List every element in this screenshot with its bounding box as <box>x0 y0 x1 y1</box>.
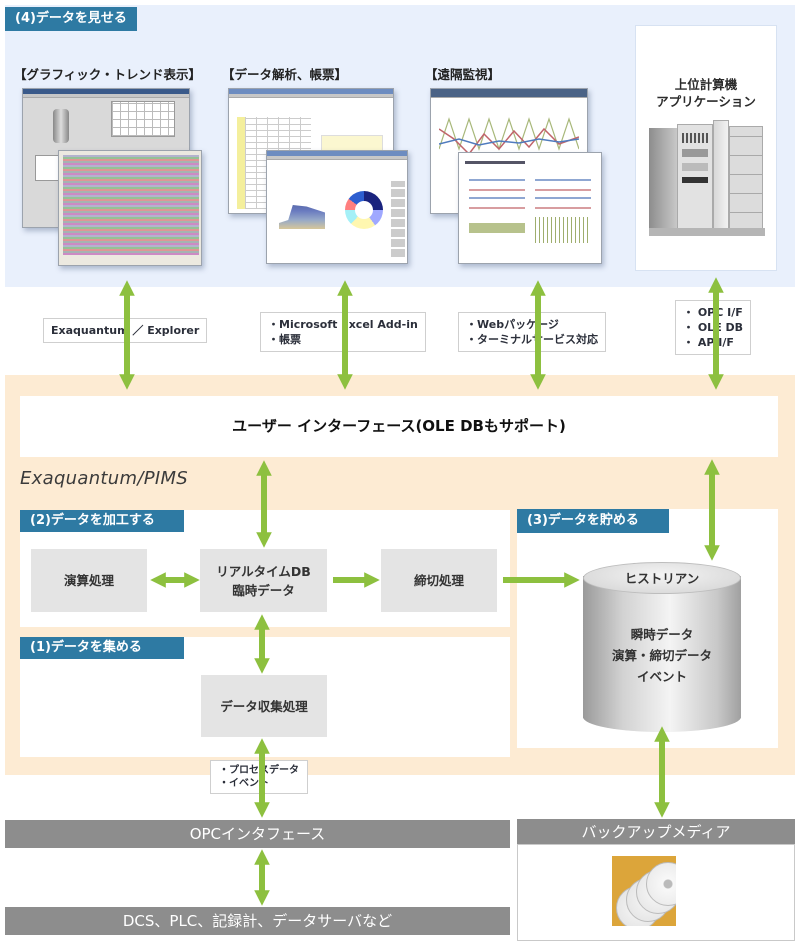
section-tag-collect: (1)データを集める <box>20 637 184 659</box>
data-analysis-report-screenshot <box>228 88 408 266</box>
label-api-oledb: ・ OLE DB <box>683 321 744 334</box>
label-web-line2: ・ターミナルサービス対応 <box>466 333 598 346</box>
label-web-line1: ・Webパッケージ <box>466 318 559 331</box>
optical-discs-image <box>612 856 676 926</box>
realtime-db-line2: 臨時データ <box>232 582 295 598</box>
backup-media-bar: バックアップメディア <box>517 819 795 846</box>
label-excel-addin: ・Microsoft Excel Add-in ・帳票 <box>260 312 426 352</box>
closing-process-box: 締切処理 <box>381 549 497 612</box>
data-collection-box: データ収集処理 <box>201 675 327 737</box>
host-application-box: 上位計算機 アプリケーション <box>635 25 777 271</box>
label-exaquantum-explorer: Exaquantum ／ Explorer <box>43 318 208 343</box>
pims-brand: Exaquantum/PIMS <box>20 468 189 489</box>
column-title-remote-monitoring: 【遠隔監視】 <box>425 67 501 82</box>
label-api-ap: ・ AP I/F <box>683 336 734 349</box>
column-title-graphic-trend: 【グラフィック・トレンド表示】 <box>14 67 202 82</box>
opc-interface-bar: OPCインタフェース <box>5 820 510 848</box>
alarm-trend-chart <box>439 117 579 156</box>
historian-instant-data: 瞬時データ <box>630 627 694 642</box>
section-tag-process: (2)データを加工する <box>20 510 184 532</box>
calculation-box: 演算処理 <box>31 549 147 612</box>
label-process-data-event: ・プロセスデータ ・イベント <box>210 760 308 794</box>
host-application-title: 上位計算機 アプリケーション <box>636 76 776 110</box>
label-event: ・イベント <box>219 778 269 789</box>
server-rack-icon <box>649 120 767 238</box>
section-tag-present: (4)データを見せる <box>5 7 137 31</box>
historian-database: ヒストリアン 瞬時データ 演算・締切データ イベント <box>583 562 741 732</box>
historian-contents: 瞬時データ 演算・締切データ イベント <box>583 624 741 687</box>
historian-title: ヒストリアン <box>624 571 700 586</box>
remote-monitoring-screenshot <box>430 88 602 266</box>
multi-trend-window <box>458 152 602 264</box>
user-interface-bar: ユーザー インターフェース(OLE DBもサポート) <box>20 396 778 457</box>
host-app-title-line2: アプリケーション <box>656 94 756 109</box>
realtime-db-line1: リアルタイムDB <box>216 563 311 579</box>
label-web-package: ・Webパッケージ ・ターミナルサービス対応 <box>458 312 606 352</box>
column-title-data-analysis: 【データ解析、帳票】 <box>222 67 348 82</box>
historian-calc-closing-data: 演算・締切データ <box>611 648 712 663</box>
graphic-trend-screenshot <box>22 88 202 266</box>
backup-media-box <box>517 844 795 941</box>
analysis-window <box>266 150 408 264</box>
realtime-db-box: リアルタイムDB 臨時データ <box>200 549 327 612</box>
section-tag-store: (3)データを貯める <box>517 509 669 533</box>
devices-bar: DCS、PLC、記録計、データサーバなど <box>5 907 510 935</box>
label-excel-line1: ・Microsoft Excel Add-in <box>268 318 418 331</box>
trend-grid-window <box>58 150 202 266</box>
label-api: ・ OPC I/F ・ OLE DB ・ AP I/F <box>675 300 752 355</box>
label-excel-line2: ・帳票 <box>268 333 301 346</box>
host-app-title-line1: 上位計算機 <box>674 77 738 92</box>
historian-events: イベント <box>636 669 687 684</box>
label-api-opc: ・ OPC I/F <box>683 306 743 319</box>
label-process-data: ・プロセスデータ <box>219 765 299 776</box>
